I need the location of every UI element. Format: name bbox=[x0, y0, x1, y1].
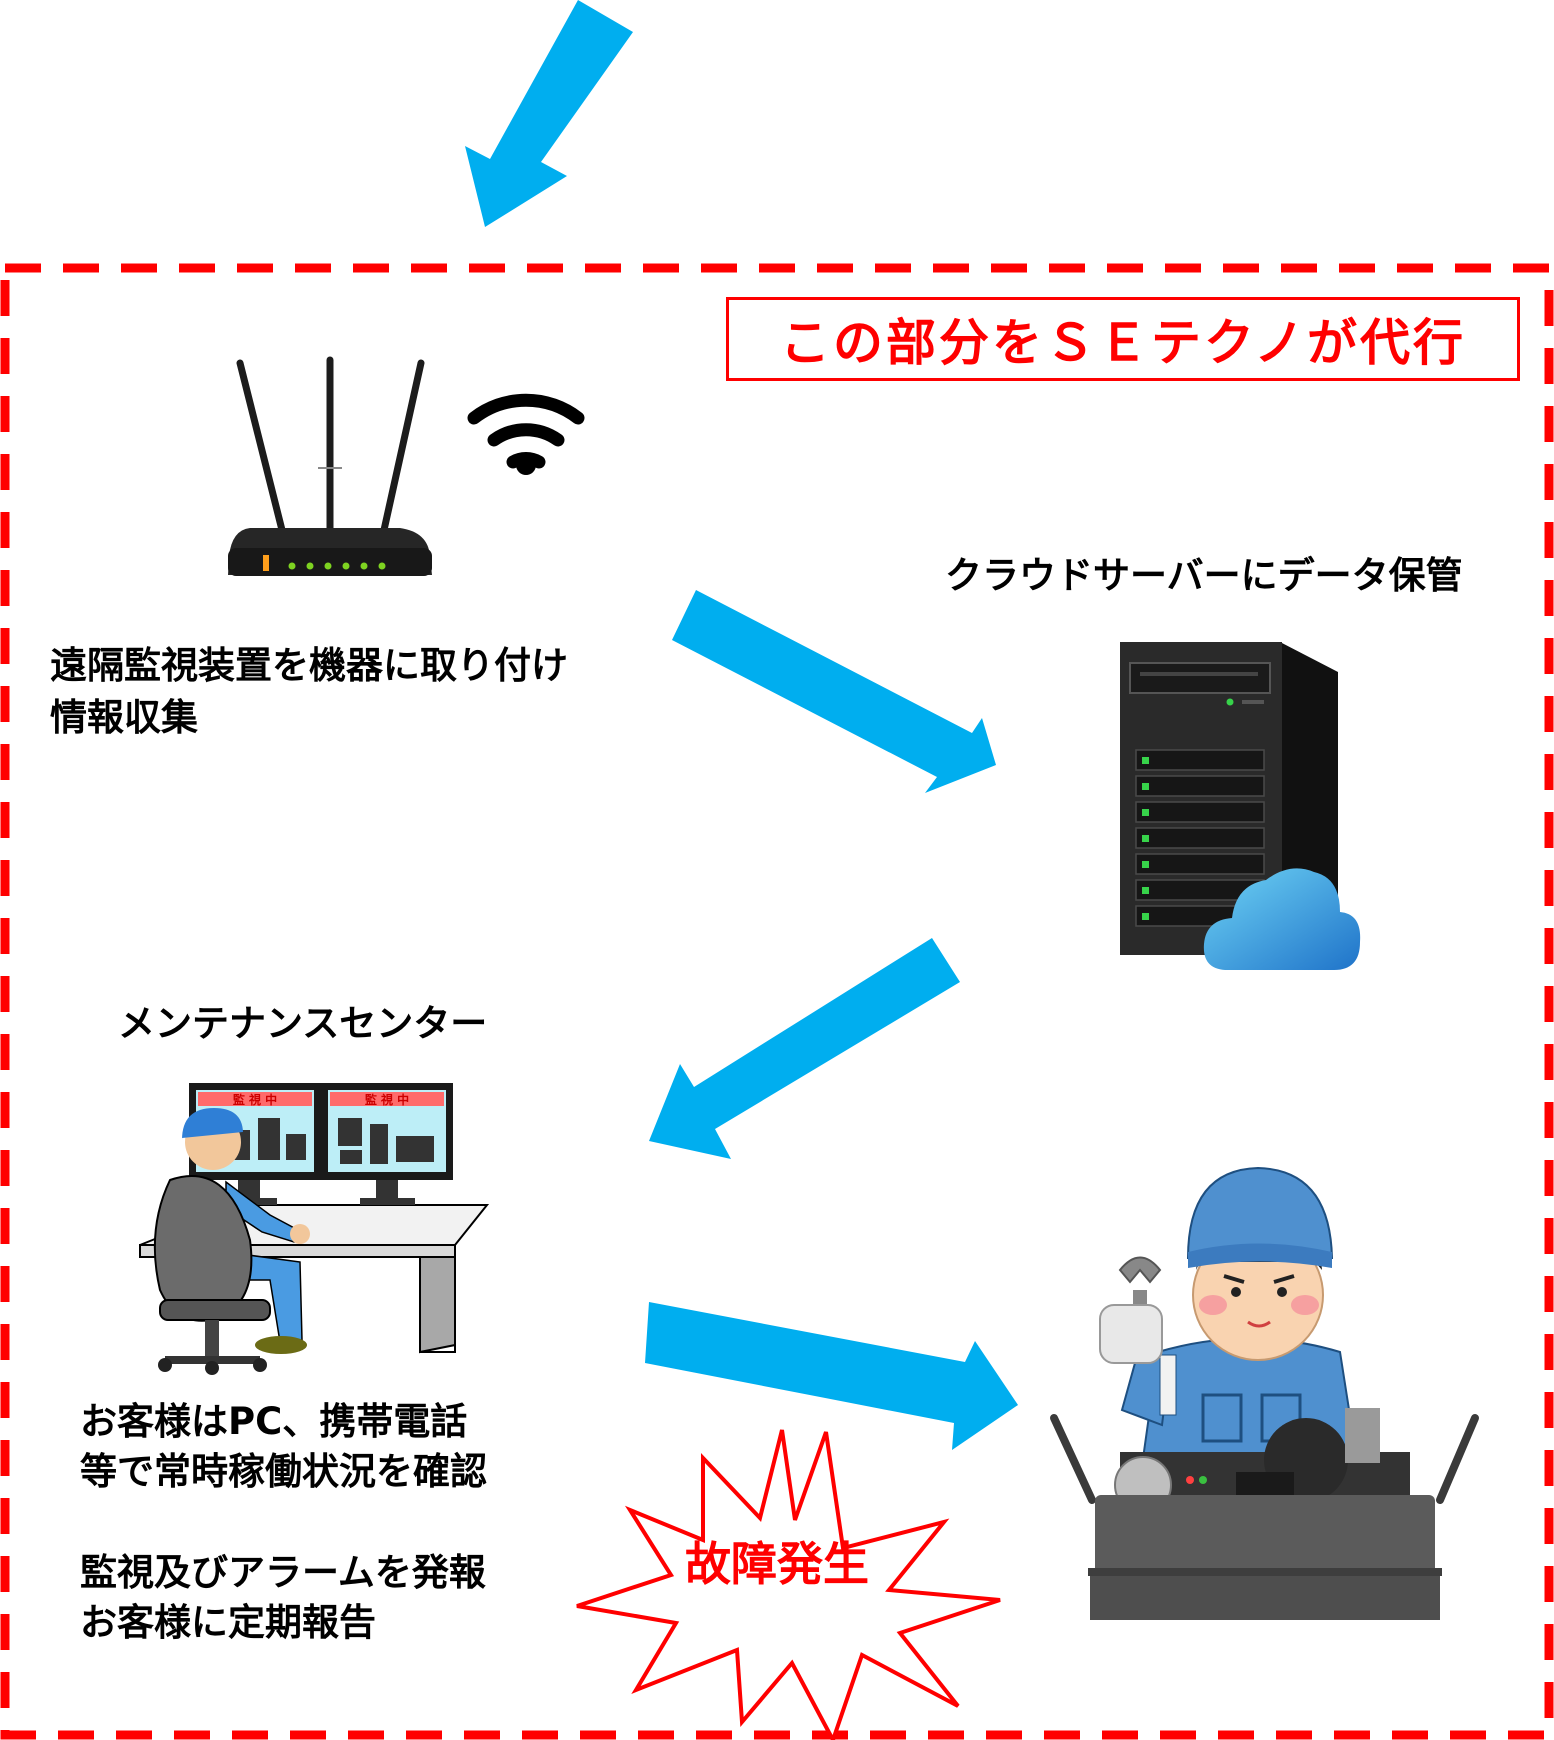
arrow-center-to-technician bbox=[645, 1302, 1018, 1450]
router-label-line-1: 遠隔監視装置を機器に取り付け bbox=[50, 644, 568, 687]
cloud-server-label: クラウドサーバーにデータ保管 bbox=[945, 554, 1463, 597]
router-label: 遠隔監視装置を機器に取り付け 情報収集 bbox=[50, 640, 568, 744]
fault-label: 故障発生 bbox=[685, 1537, 869, 1591]
server-cloud-icon bbox=[1120, 642, 1361, 970]
monitor-1-status: 監 視 中 bbox=[233, 1092, 277, 1107]
alarm-report-line-1: 監視及びアラームを発報 bbox=[80, 1551, 486, 1594]
router-icon bbox=[228, 356, 432, 576]
customer-check-line-2: 等で常時稼働状況を確認 bbox=[80, 1450, 487, 1493]
service-banner: この部分をＳＥテクノが代行 bbox=[726, 297, 1520, 381]
maintenance-center-title: メンテナンスセンター bbox=[118, 1002, 488, 1045]
monitor-2-status: 監 視 中 bbox=[365, 1092, 409, 1107]
operator-monitoring-icon: 監 視 中 監 視 中 bbox=[139, 1083, 490, 1375]
alarm-report-line-2: お客様に定期報告 bbox=[80, 1601, 376, 1644]
alarm-report-text: 監視及びアラームを発報 お客様に定期報告 bbox=[80, 1548, 486, 1648]
flow-arrows bbox=[465, 0, 1018, 1450]
wifi-dot bbox=[516, 455, 536, 475]
wifi-icon bbox=[467, 393, 585, 469]
customer-check-line-1: お客様はPC、携帯電話 bbox=[80, 1400, 468, 1443]
customer-check-text: お客様はPC、携帯電話 等で常時稼働状況を確認 bbox=[80, 1397, 487, 1497]
starburst-icon bbox=[576, 1429, 1001, 1740]
router-label-line-2: 情報収集 bbox=[50, 696, 198, 739]
service-banner-text: この部分をＳＥテクノが代行 bbox=[780, 314, 1466, 372]
service-boundary bbox=[0, 263, 1554, 1740]
arrow-cloud-to-center bbox=[649, 938, 960, 1159]
technician-repair-icon bbox=[1050, 1166, 1479, 1620]
arrow-incoming bbox=[465, 0, 633, 227]
arrow-router-to-cloud bbox=[672, 590, 996, 793]
